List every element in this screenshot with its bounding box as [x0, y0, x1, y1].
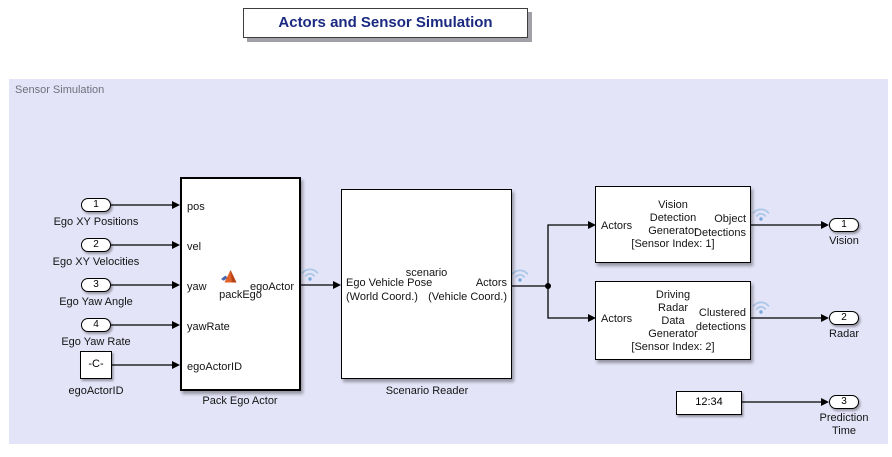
- pack-ego-actor-label: Pack Ego Actor: [202, 395, 278, 407]
- output-port-label: Detections: [694, 226, 746, 239]
- input-port-label: yaw: [187, 281, 207, 293]
- block-center-text: scenario: [405, 267, 448, 279]
- function-name: packEgo: [219, 289, 262, 301]
- outport-1-label: Vision: [829, 235, 859, 247]
- input-port-label: vel: [187, 241, 202, 253]
- arrowhead: [333, 281, 341, 289]
- outport-3[interactable]: 3: [829, 395, 859, 409]
- digital-clock-block[interactable]: 12:34: [676, 391, 742, 415]
- inport-1-label: Ego XY Positions: [53, 216, 139, 228]
- input-port-label: Actors: [601, 220, 633, 232]
- input-port-label: Ego Vehicle Pose: [346, 277, 433, 289]
- outport-number: 2: [841, 312, 847, 323]
- junction-dot: [545, 283, 551, 289]
- block-title-line: Vision: [658, 199, 688, 211]
- scenario-reader-block[interactable]: scenario Ego Vehicle Pose (World Coord.)…: [341, 189, 512, 379]
- outport-2-label: Radar: [829, 328, 859, 340]
- arrowhead: [821, 314, 829, 322]
- block-title-line: [Sensor Index: 2]: [631, 341, 715, 353]
- arrowhead: [821, 398, 829, 406]
- outport-1[interactable]: 1: [829, 218, 859, 232]
- arrowhead: [172, 281, 180, 289]
- outport-3-label: Prediction Time: [774, 412, 892, 437]
- inport-number: 2: [93, 239, 99, 250]
- inport-3-label: Ego Yaw Angle: [59, 296, 133, 308]
- constant-block[interactable]: -C-: [80, 351, 112, 379]
- wireless-signal-icon: [301, 268, 319, 281]
- wire-actors-to-radar[interactable]: [547, 286, 588, 319]
- inport-number: 4: [93, 319, 99, 330]
- input-port-label: pos: [187, 201, 205, 213]
- outport-number: 1: [841, 219, 847, 230]
- inport-2[interactable]: 2: [81, 238, 111, 252]
- pack-ego-actor-block[interactable]: pos vel yaw yawRate egoActorID packEgo e…: [180, 177, 301, 391]
- output-port-label: egoActor: [249, 281, 294, 293]
- constant-label: egoActorID: [68, 385, 124, 397]
- wireless-signal-icon: [752, 208, 770, 221]
- arrowhead: [588, 221, 596, 229]
- outport-3-label-line1: Prediction: [819, 412, 869, 424]
- arrowhead: [172, 201, 180, 209]
- arrowhead: [588, 314, 596, 322]
- input-port-label: egoActorID: [187, 361, 243, 373]
- wireless-signal-icon: [511, 269, 529, 282]
- driving-radar-data-generator-block[interactable]: Driving Radar Data Generator [Sensor Ind…: [595, 281, 751, 360]
- output-port-label: detections: [695, 320, 746, 333]
- block-title-line: Generator: [648, 328, 698, 340]
- block-title-line: Driving: [655, 289, 691, 301]
- inport-1[interactable]: 1: [81, 198, 111, 212]
- block-title-line: Radar: [658, 302, 688, 314]
- block-title-line: [Sensor Index: 1]: [631, 238, 715, 250]
- vision-detection-generator-block[interactable]: Vision Detection Generator [Sensor Index…: [595, 186, 751, 263]
- inport-2-label: Ego XY Velocities: [52, 256, 140, 268]
- block-title-line: Data: [661, 315, 685, 327]
- output-port-label: Actors: [475, 277, 507, 289]
- input-port-label: Actors: [601, 313, 633, 325]
- constant-value: -C-: [88, 358, 104, 370]
- block-title-line: Generator: [648, 225, 698, 237]
- input-port-label: yawRate: [187, 321, 230, 333]
- arrowhead: [172, 361, 180, 369]
- wireless-signal-icon: [752, 301, 770, 314]
- matlab-logo-icon: [221, 270, 237, 283]
- arrowhead: [821, 221, 829, 229]
- input-port-label: (World Coord.): [346, 291, 418, 303]
- outport-number: 3: [841, 396, 847, 407]
- wire-actors-to-vision[interactable]: [547, 224, 588, 286]
- output-port-label: (Vehicle Coord.): [428, 291, 507, 303]
- inport-number: 3: [93, 279, 99, 290]
- inport-4-label: Ego Yaw Rate: [61, 336, 131, 348]
- block-title-line: Detection: [649, 212, 697, 224]
- outport-3-label-line2: Time: [831, 424, 857, 437]
- clock-value: 12:34: [695, 396, 723, 408]
- arrowhead: [172, 321, 180, 329]
- scenario-reader-label: Scenario Reader: [385, 385, 469, 397]
- outport-2[interactable]: 2: [829, 311, 859, 325]
- area-label: Sensor Simulation: [15, 84, 105, 96]
- output-port-label: Clustered: [698, 307, 746, 319]
- arrowhead: [172, 241, 180, 249]
- diagram-title[interactable]: Actors and Sensor Simulation: [243, 8, 528, 38]
- inport-4[interactable]: 4: [81, 318, 111, 332]
- inport-3[interactable]: 3: [81, 278, 111, 292]
- output-port-label: Object: [714, 213, 746, 225]
- inport-number: 1: [93, 199, 99, 210]
